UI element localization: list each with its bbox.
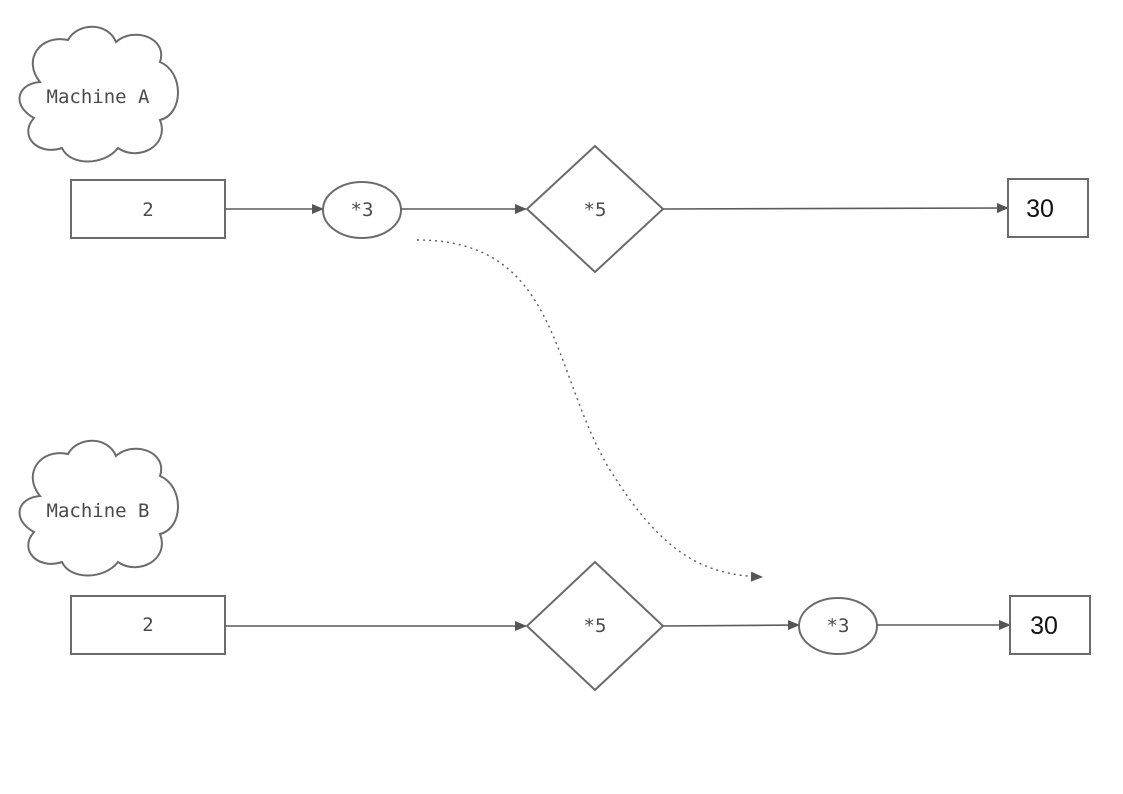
machine-a-op1-label: *3 bbox=[351, 199, 374, 221]
machine-a-cloud: Machine A bbox=[18, 25, 179, 163]
machine-b-op1-label: *5 bbox=[584, 615, 607, 637]
machine-a-group: Machine A 2 *3 *5 30 bbox=[18, 25, 1089, 274]
machine-a-output-value: 30 bbox=[1026, 195, 1054, 223]
machine-a-op1-ellipse bbox=[322, 181, 402, 239]
machine-b-group: Machine B 2 *5 *3 30 bbox=[18, 439, 1091, 692]
machine-a-input-value: 2 bbox=[142, 199, 153, 221]
machine-b-op2-label: *3 bbox=[827, 615, 850, 637]
machine-b-edge-2 bbox=[662, 620, 800, 631]
machine-a-edge-3 bbox=[662, 203, 1009, 214]
machine-b-op1-diamond bbox=[525, 560, 665, 692]
machine-a-output-box bbox=[1007, 178, 1089, 238]
machine-a-op2-diamond bbox=[525, 144, 665, 274]
machine-b-cloud: Machine B bbox=[18, 439, 179, 577]
reorder-dotted-arrow bbox=[416, 239, 763, 582]
machine-b-label: Machine B bbox=[47, 500, 150, 522]
machine-a-label: Machine A bbox=[47, 86, 151, 108]
machine-b-input-value: 2 bbox=[142, 614, 153, 636]
machine-a-op2-label: *5 bbox=[584, 199, 607, 221]
machine-b-output-box bbox=[1009, 595, 1091, 655]
machine-a-input-box bbox=[70, 179, 226, 239]
machine-b-output-value: 30 bbox=[1030, 612, 1058, 640]
machine-b-op2-ellipse bbox=[798, 597, 878, 655]
machine-b-input-box bbox=[70, 595, 226, 655]
